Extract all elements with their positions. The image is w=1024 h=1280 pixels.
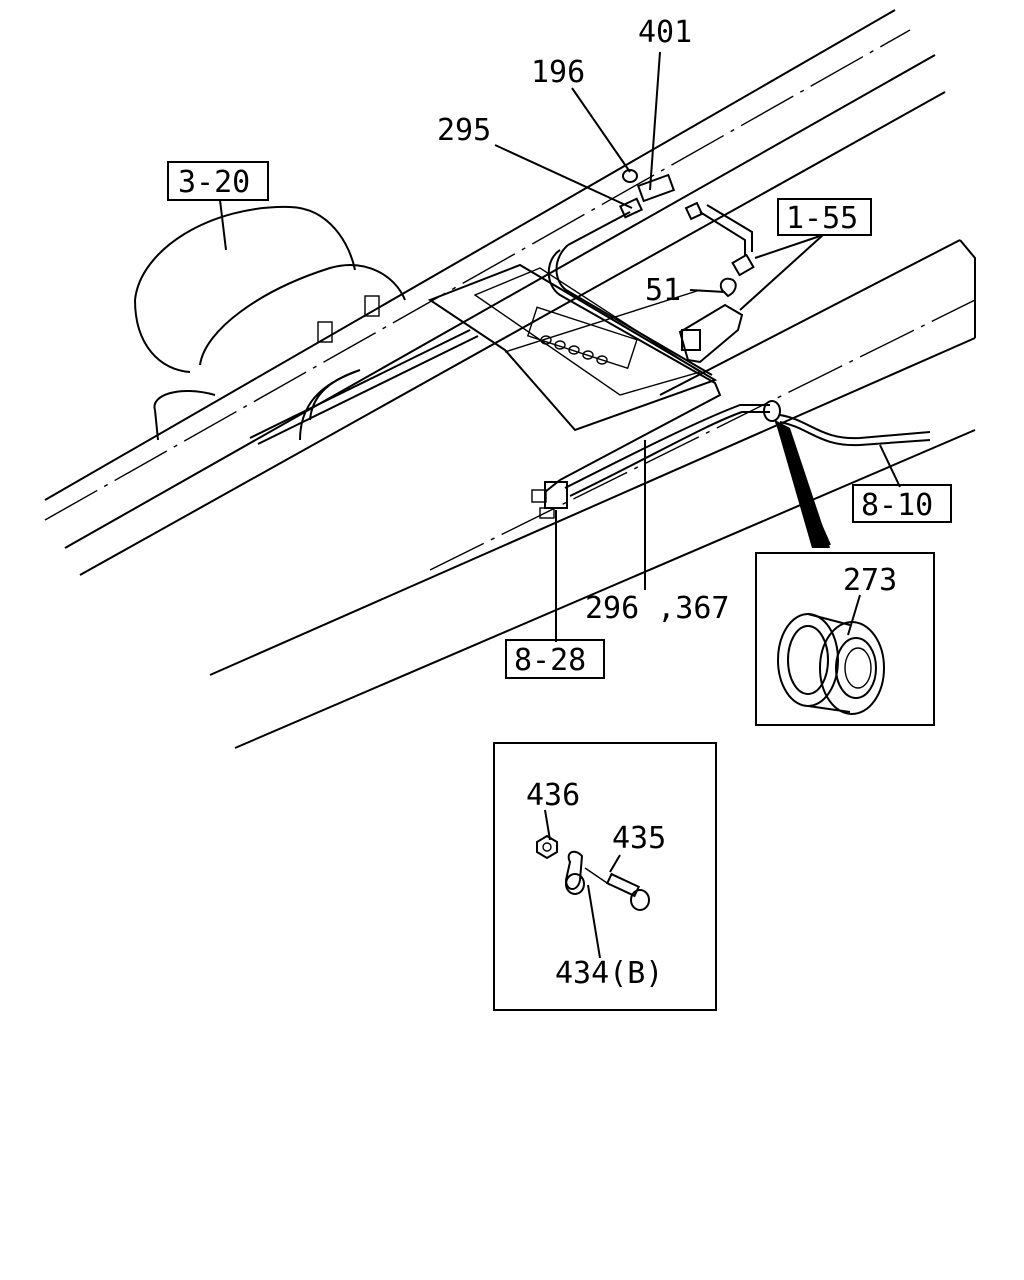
ref-box-8-10[interactable]: 8-10	[852, 484, 952, 523]
callout-273: 273	[843, 563, 897, 598]
ref-box-3-20[interactable]: 3-20	[167, 161, 269, 201]
crossmember-plate	[427, 263, 718, 432]
bolt-icon	[605, 872, 650, 911]
detail-clip: 436 435 434(B)	[493, 742, 717, 1011]
callout-434b: 434(B)	[555, 956, 663, 991]
frame-rails	[44, 9, 976, 749]
callout-196: 196	[531, 55, 585, 90]
callout-436: 436	[526, 778, 580, 813]
ref-label-8-28: 8-28	[514, 643, 586, 678]
sensor-cluster	[531, 169, 781, 519]
ref-box-1-55[interactable]: 1-55	[777, 198, 872, 236]
detail-grommet: 273	[755, 420, 935, 726]
plate-holes	[540, 335, 608, 365]
clip-icon	[564, 850, 611, 895]
ref-label-3-20: 3-20	[178, 165, 250, 200]
grommet-icon	[777, 613, 885, 715]
callout-51: 51	[645, 273, 681, 308]
callout-401: 401	[638, 15, 692, 50]
ref-label-8-10: 8-10	[861, 488, 933, 523]
callout-295: 295	[437, 113, 491, 148]
ref-label-1-55: 1-55	[786, 201, 858, 236]
ref-box-8-28[interactable]: 8-28	[505, 639, 605, 679]
callout-435: 435	[612, 821, 666, 856]
fuel-pipes	[249, 204, 931, 497]
callout-296-367: 296 ,367	[585, 591, 730, 626]
fuel-tank	[134, 205, 406, 441]
leader-lines	[219, 51, 901, 959]
nut-icon	[536, 834, 558, 860]
